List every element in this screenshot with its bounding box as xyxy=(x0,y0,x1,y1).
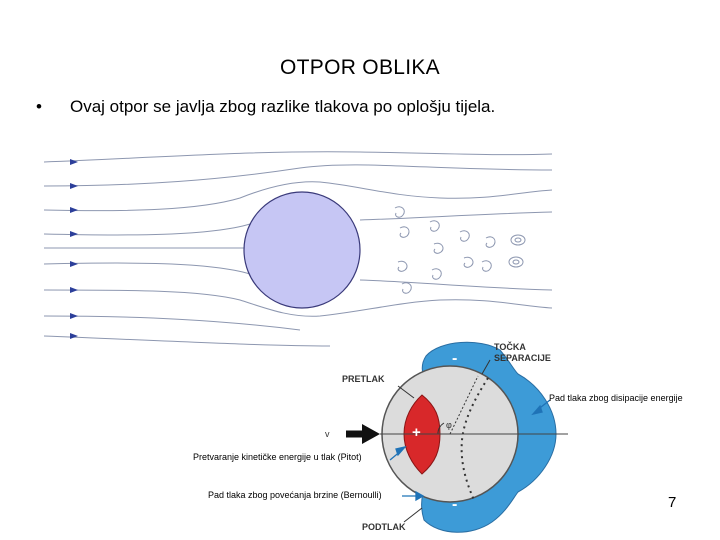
underpressure-label: PODTLAK xyxy=(362,522,406,532)
dissipation-annotation: Pad tlaka zbog disipacije energije xyxy=(549,393,683,403)
bernoulli-annotation: Pad tlaka zbog povećanja brzine (Bernoul… xyxy=(208,490,382,500)
streamline-arrows xyxy=(70,159,78,339)
bullet-marker: • xyxy=(36,97,42,116)
angle-label: φ xyxy=(446,420,452,430)
bullet-text: Ovaj otpor se javlja zbog razlike tlakov… xyxy=(70,97,496,116)
bullet-item: • Ovaj otpor se javlja zbog razlike tlak… xyxy=(36,97,495,117)
separation-label-line2: SEPARACIJE xyxy=(494,353,551,363)
page-number: 7 xyxy=(668,494,677,511)
separation-label-line1: TOČKA xyxy=(494,342,526,352)
slide-title: OTPOR OBLIKA xyxy=(280,56,440,79)
sphere-body xyxy=(243,191,361,309)
velocity-label: v xyxy=(325,429,330,439)
minus-top-sign: - xyxy=(452,350,458,367)
plus-sign: + xyxy=(412,424,421,441)
pitot-annotation: Pretvaranje kinetičke energije u tlak (P… xyxy=(193,452,362,462)
overpressure-label: PRETLAK xyxy=(342,374,385,384)
minus-bottom-sign: - xyxy=(452,496,458,513)
streamlines xyxy=(43,151,553,347)
wake-vortices xyxy=(394,206,526,294)
